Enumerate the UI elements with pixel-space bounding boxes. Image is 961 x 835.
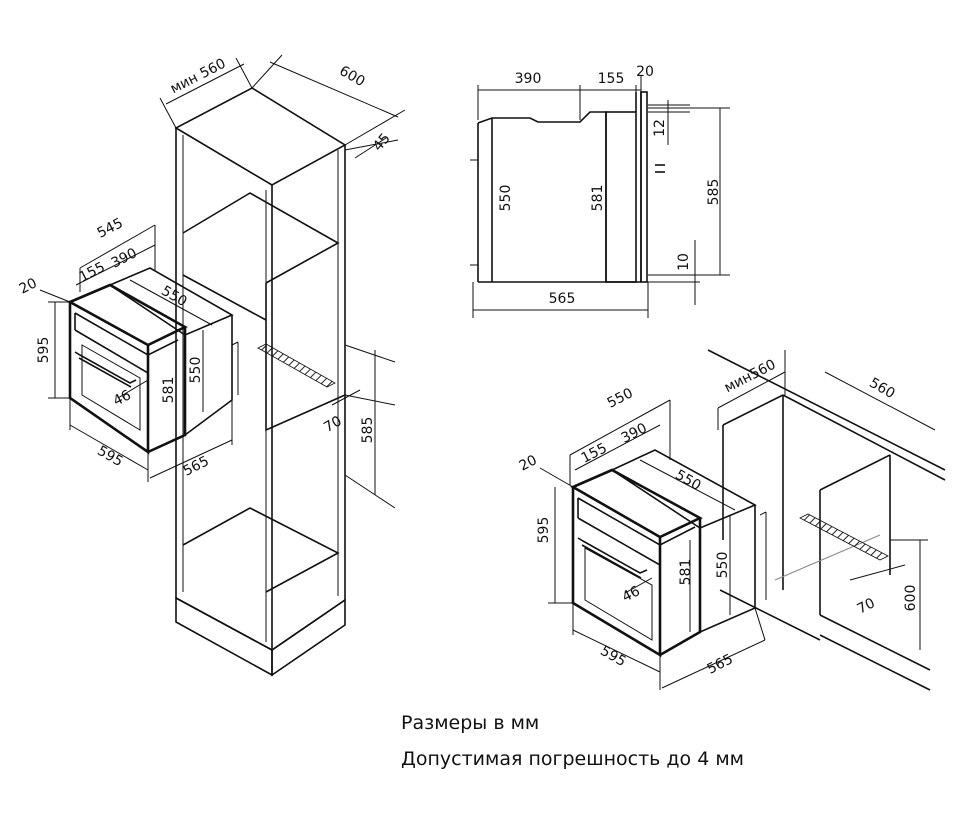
side-d20: 20	[636, 64, 654, 80]
side-d12: 12	[652, 119, 668, 137]
cabinet-depth-label: 600	[336, 63, 367, 90]
side-h585: 585	[706, 179, 722, 206]
oven-left-body-width: 565	[181, 453, 212, 479]
tolerance-note: Допустимая погрешность до 4 мм	[401, 748, 745, 770]
counter-front-height: 595	[536, 517, 552, 544]
side-view-dimensions: 390 155 20 12 550 581 585 10 565	[472, 64, 730, 318]
oven-left-total-depth: 545	[95, 215, 126, 241]
counter-cutout-depth: 560	[866, 375, 897, 402]
oven-left-front-width: 595	[94, 443, 125, 470]
counter-view-dimensions: 550 155 390 20 550 мин560 560 595 581 55…	[517, 350, 936, 690]
cabinet-niche-height-label: 585	[360, 417, 376, 444]
top-thickness-label: 45	[370, 130, 394, 154]
counter-top-offset: 20	[517, 452, 540, 474]
cabinet-niche-depth-label: 70	[321, 413, 344, 436]
oven-left-handle-offset: 46	[111, 387, 134, 409]
side-h550: 550	[498, 185, 514, 212]
side-h581: 581	[590, 185, 606, 212]
cabinet-dimensions: мин 560 600 45 70 585	[159, 54, 406, 509]
units-note: Размеры в мм	[401, 712, 540, 734]
counter-side-height: 550	[715, 552, 731, 579]
counter-handle-offset: 46	[620, 583, 643, 605]
oven-left-front-height: 595	[36, 337, 52, 364]
oven-left-body-depth: 550	[158, 283, 189, 310]
counter-body-height: 581	[678, 559, 694, 586]
counter-niche-height: 600	[903, 585, 919, 612]
counter-niche-depth: 70	[855, 595, 878, 617]
counter-total-depth: 550	[605, 385, 636, 411]
undercounter-cabinet	[707, 349, 946, 691]
oven-left-body-height: 581	[161, 377, 177, 404]
side-d390: 390	[515, 71, 542, 87]
counter-knob-depth: 390	[619, 420, 650, 446]
oven-left-side-height: 550	[188, 357, 204, 384]
oven-left-dimensions: 545 155 390 20 550 595 581 550 46 595 56…	[17, 215, 233, 482]
side-d155: 155	[598, 71, 625, 87]
oven-left-door-depth: 155	[77, 259, 108, 285]
oven-left-top-offset: 20	[17, 275, 40, 297]
counter-body-depth: 550	[672, 467, 703, 494]
counter-door-depth: 155	[579, 440, 610, 466]
oven-left	[67, 267, 239, 455]
side-d10: 10	[676, 253, 692, 271]
side-w565: 565	[549, 291, 576, 307]
counter-body-width: 565	[705, 651, 736, 677]
counter-front-width: 595	[597, 643, 628, 670]
oven-right	[570, 449, 767, 658]
